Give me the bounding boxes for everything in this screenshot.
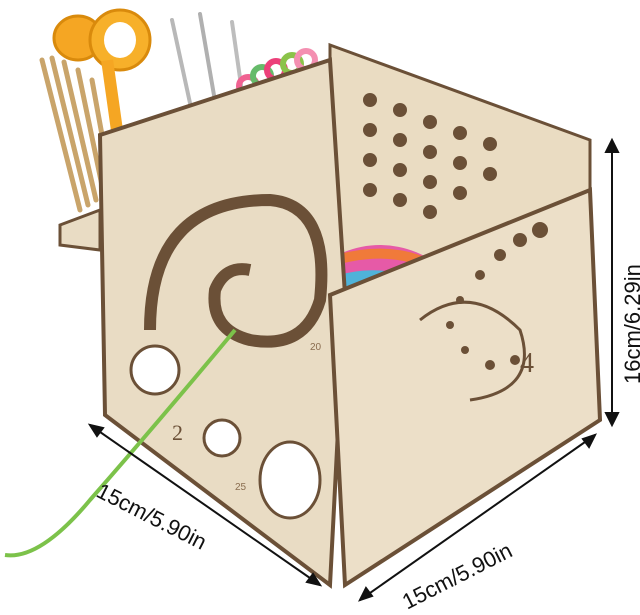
gauge-holes (446, 222, 548, 370)
back-panel-holes (363, 93, 497, 219)
ruler-mark-25: 25 (235, 482, 247, 493)
back-left-tab (58, 207, 102, 252)
yarn-thread (4, 328, 237, 558)
dimension-arrows (87, 137, 620, 602)
ruler-mark-20: 20 (310, 342, 322, 353)
measuring-spoons (52, 8, 152, 131)
left-panel-holes (129, 344, 322, 520)
spiral-cutout (144, 193, 328, 348)
panel-number-4: 4 (520, 348, 534, 379)
gauge-dots (419, 300, 526, 402)
right-front-panel (327, 187, 603, 589)
panel-number-2: 2 (172, 420, 183, 445)
height-label: 16cm/6.29in (620, 264, 640, 384)
